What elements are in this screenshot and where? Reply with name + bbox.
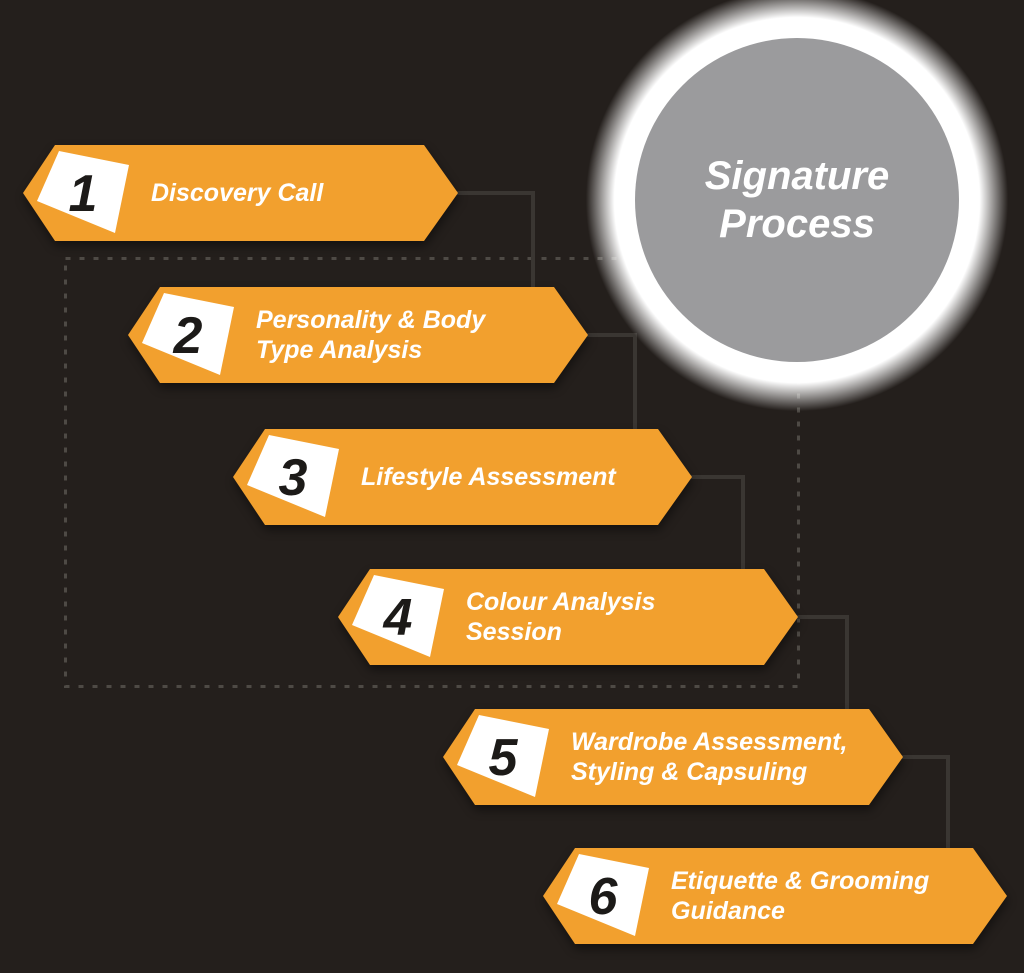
- step-label: Wardrobe Assessment, Styling & Capsuling: [571, 728, 848, 786]
- circle-title-line2: Process: [719, 202, 875, 246]
- step-label: Etiquette & Grooming Guidance: [671, 867, 930, 925]
- signature-process-circle: Signature Process: [577, 0, 1017, 420]
- step-label: Discovery Call: [151, 179, 324, 207]
- banner-arrow-shape: 5: [443, 709, 903, 805]
- banner-arrow-shape: 3: [233, 429, 692, 525]
- step-number: 2: [173, 307, 203, 365]
- step-number-plate: [352, 575, 444, 657]
- circle-title: Signature Process: [705, 152, 889, 248]
- connector-step4-step5: [793, 615, 849, 712]
- connector-step1-step2: [455, 191, 535, 290]
- step-label: Colour Analysis Session: [466, 588, 656, 646]
- step-number-plate: [37, 151, 129, 233]
- step-label: Lifestyle Assessment: [361, 463, 616, 491]
- step-number: 4: [383, 589, 413, 647]
- step-number-plate: [557, 854, 649, 936]
- step-number: 1: [69, 165, 98, 223]
- step-number: 3: [279, 449, 308, 507]
- process-step-3: 3 Lifestyle Assessment: [233, 427, 692, 527]
- step-number: 5: [489, 729, 519, 787]
- process-step-4: 4 Colour Analysis Session: [338, 567, 798, 667]
- circle-inner-disc: Signature Process: [635, 38, 959, 362]
- process-step-6: 6 Etiquette & Grooming Guidance: [543, 846, 1007, 946]
- banner-arrow-shape: 1: [23, 145, 458, 241]
- connector-step3-step4: [688, 475, 745, 572]
- step-label: Personality & Body Type Analysis: [256, 306, 486, 364]
- process-step-2: 2 Personality & Body Type Analysis: [128, 285, 588, 385]
- banner-arrow-shape: 4: [338, 569, 798, 665]
- dashed-group-outline: [64, 257, 800, 688]
- step-number: 6: [589, 868, 619, 926]
- process-step-1: 1 Discovery Call: [23, 143, 458, 243]
- process-step-5: 5 Wardrobe Assessment, Styling & Capsuli…: [443, 707, 903, 807]
- banner-arrow-shape: 6: [543, 848, 1007, 944]
- banner-arrow-shape: 2: [128, 287, 588, 383]
- step-number-plate: [142, 293, 234, 375]
- step-number-plate: [457, 715, 549, 797]
- connector-step5-step6: [898, 755, 950, 852]
- connector-step2-step3: [583, 333, 637, 432]
- circle-title-line1: Signature: [704, 154, 890, 198]
- step-number-plate: [247, 435, 339, 517]
